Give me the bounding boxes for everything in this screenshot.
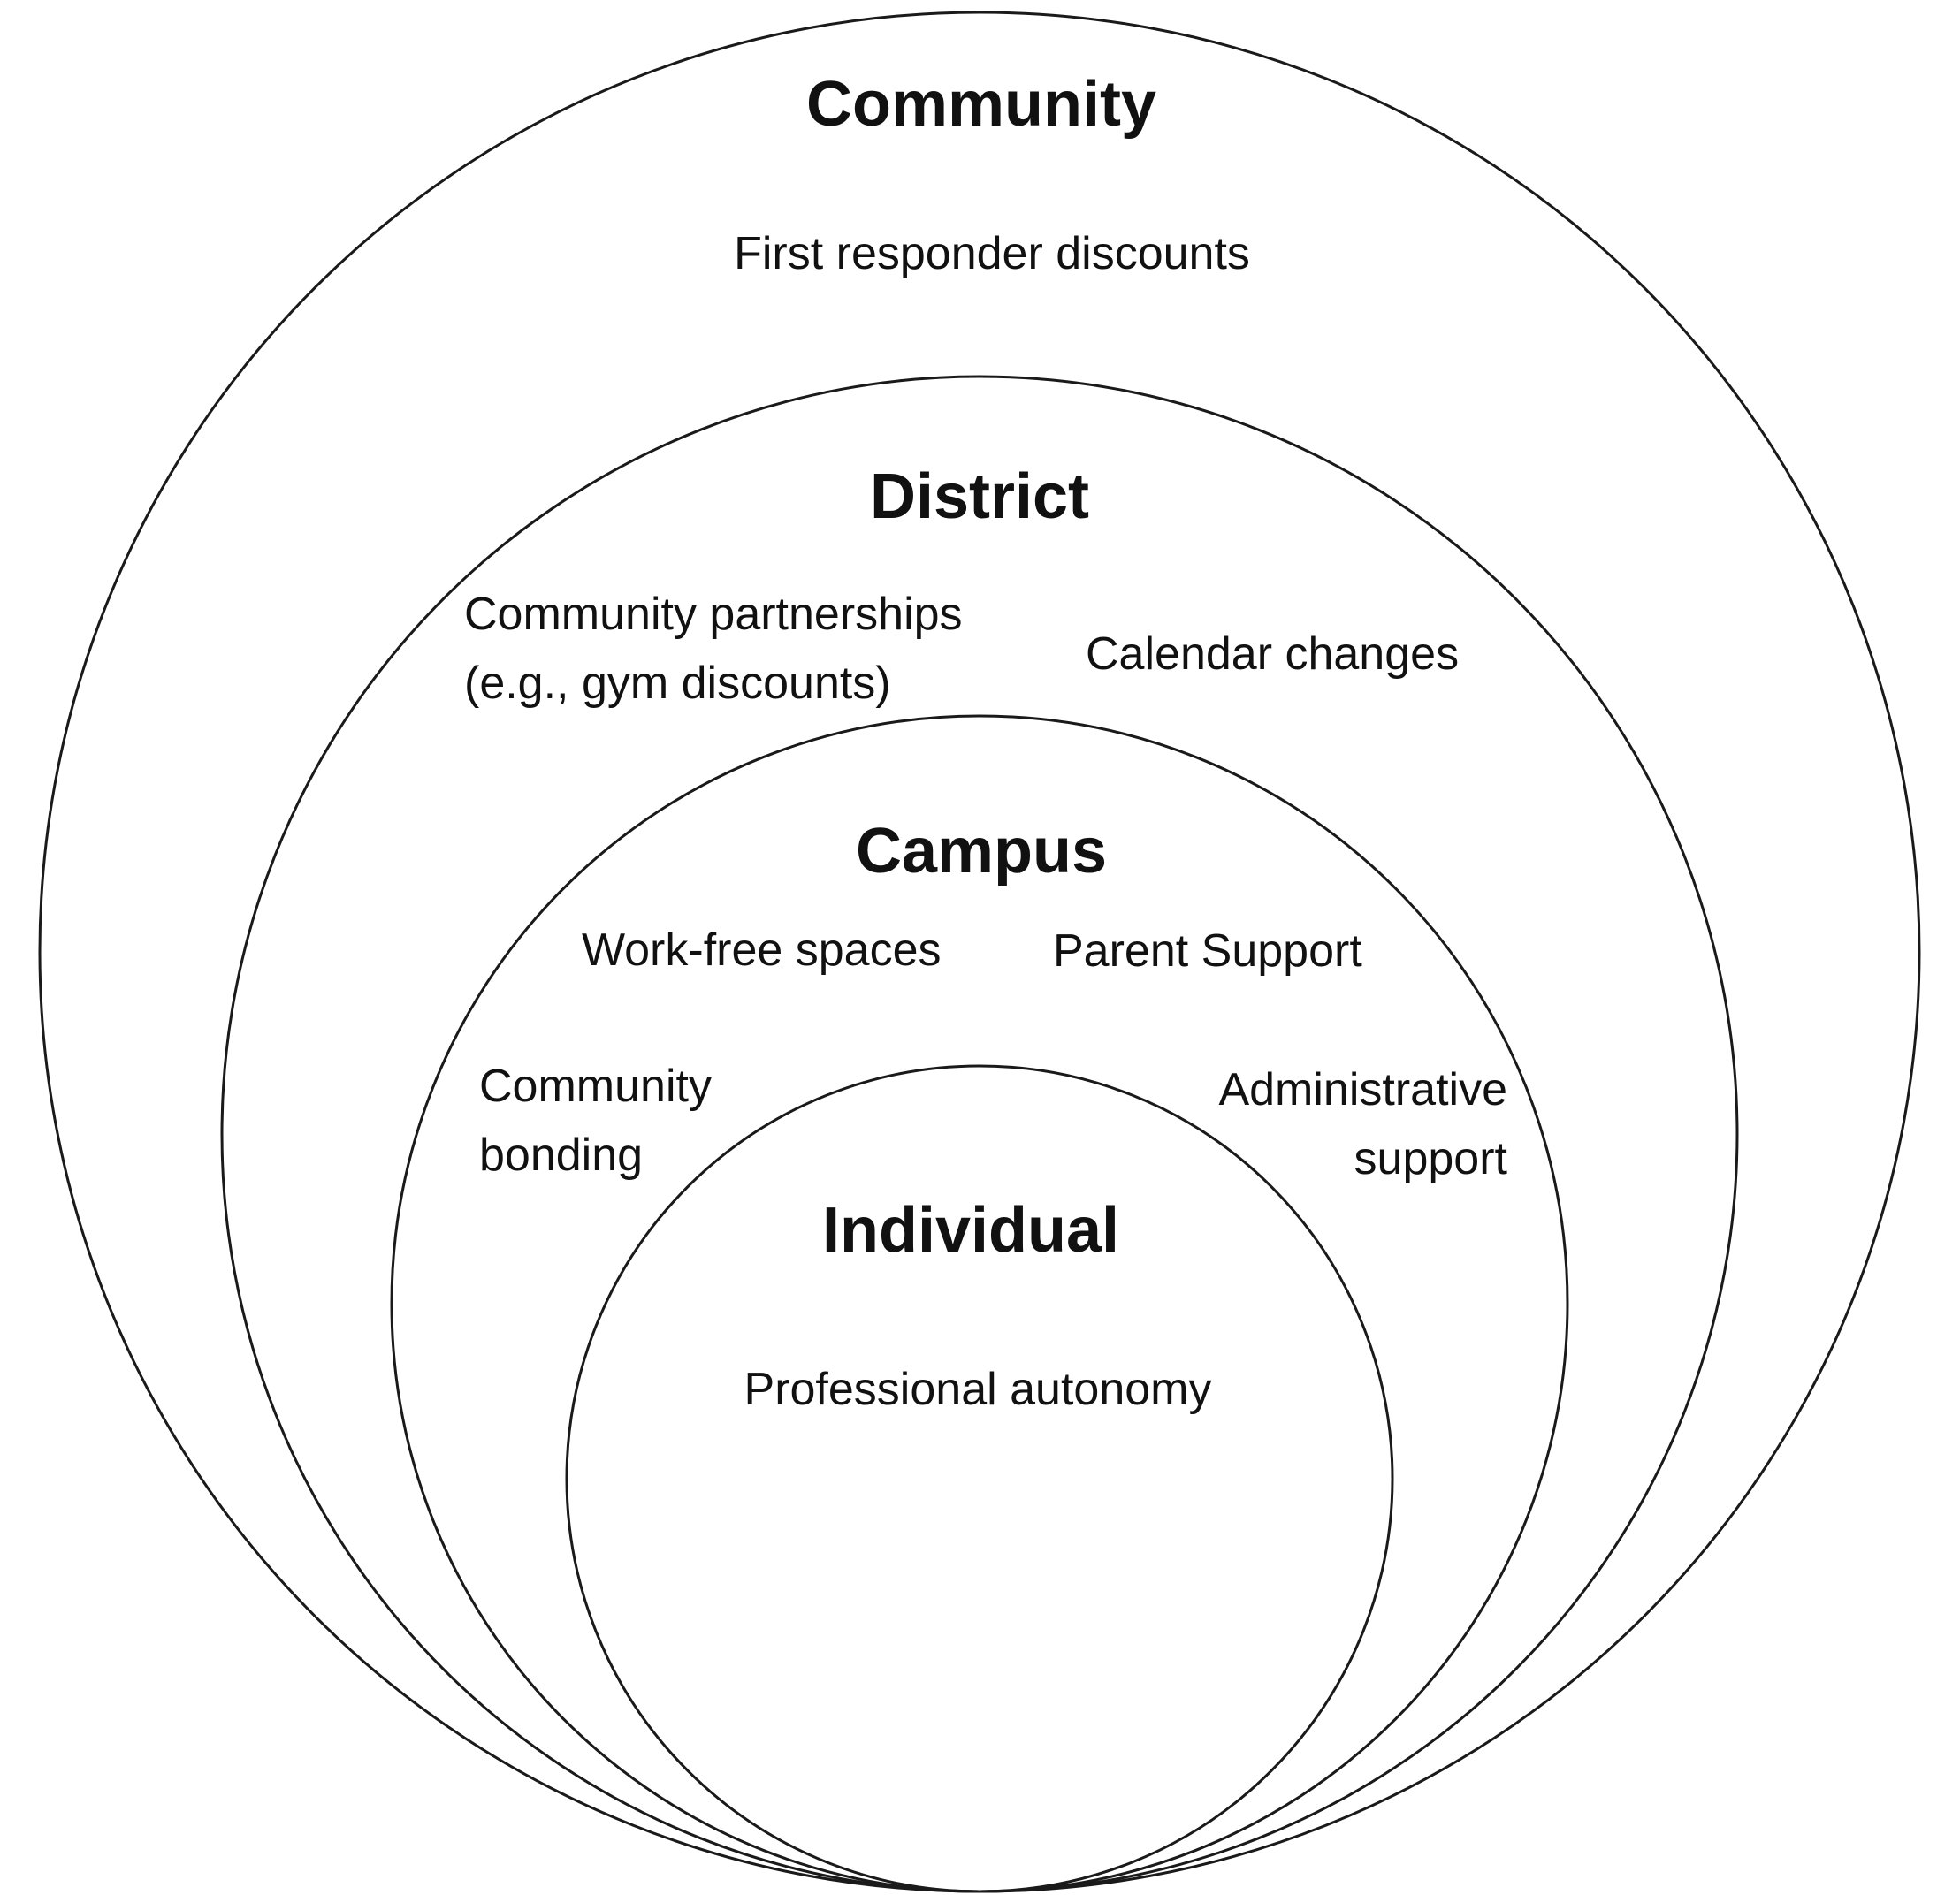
district-ring xyxy=(220,375,1739,1893)
campus-ring xyxy=(390,714,1569,1893)
community-bonding-label-line1: Community xyxy=(479,1061,712,1112)
campus-title: Campus xyxy=(856,816,1107,887)
district-title: District xyxy=(870,461,1089,532)
professional-autonomy-label: Professional autonomy xyxy=(744,1364,1212,1415)
work-free-spaces-label: Work-free spaces xyxy=(582,925,942,976)
community-partnerships-label-line1: Community partnerships xyxy=(464,589,963,640)
community-ring xyxy=(38,11,1921,1893)
administrative-support-label-line1: Administrative xyxy=(1218,1064,1507,1115)
community-title: Community xyxy=(806,69,1156,140)
parent-support-label: Parent Support xyxy=(1053,925,1362,977)
first-responder-discounts-label: First responder discounts xyxy=(734,228,1250,279)
community-bonding-label-line2: bonding xyxy=(479,1130,643,1181)
community-partnerships-label-line2: (e.g., gym discounts) xyxy=(464,658,891,709)
calendar-changes-label: Calendar changes xyxy=(1086,628,1459,680)
administrative-support-label-line2: support xyxy=(1354,1133,1508,1184)
individual-title: Individual xyxy=(822,1195,1119,1266)
individual-ring xyxy=(565,1064,1394,1893)
